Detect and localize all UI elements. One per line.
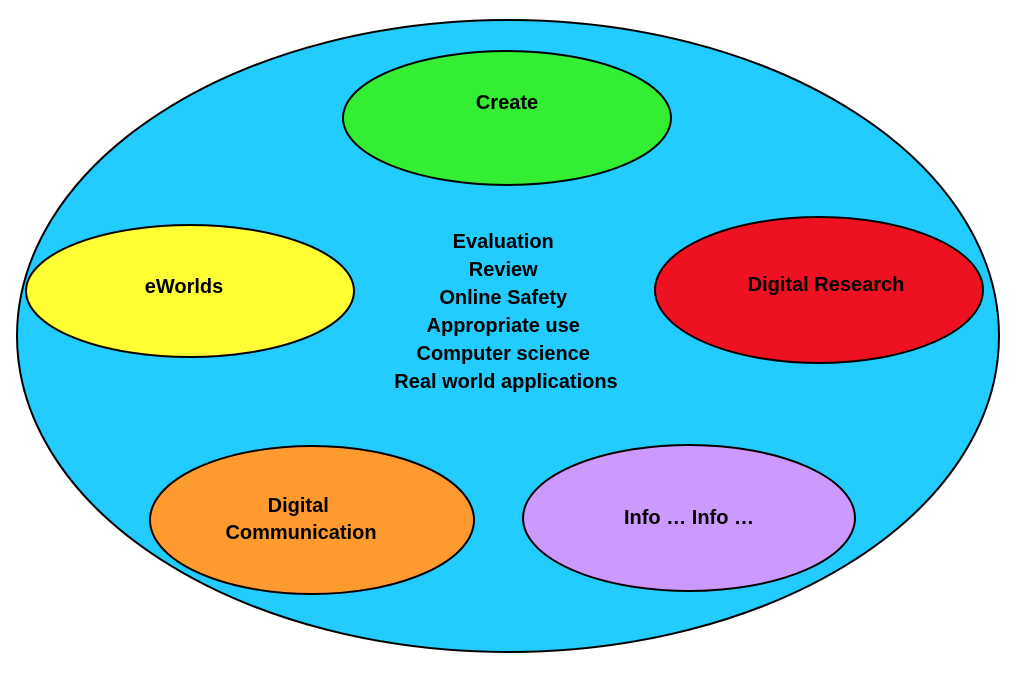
node-create: Create bbox=[342, 50, 672, 186]
node-eworlds-line-1: eWorlds bbox=[145, 276, 224, 298]
node-eworlds-label: eWorlds bbox=[145, 276, 224, 298]
node-digital-research-shape bbox=[654, 216, 984, 364]
node-info-line-1: Info … Info … bbox=[624, 507, 754, 529]
node-create-label: Create bbox=[476, 92, 538, 114]
node-eworlds-shape bbox=[25, 224, 355, 358]
node-info-shape bbox=[522, 444, 856, 592]
node-digital-communication-label: Digital Communication bbox=[225, 495, 376, 544]
center-item: Evaluation bbox=[453, 231, 554, 253]
center-item: Review bbox=[469, 259, 538, 281]
center-items: Evaluation Review Online Safety Appropri… bbox=[394, 231, 617, 393]
node-info: Info … Info … bbox=[522, 444, 856, 592]
center-item: Real world applications bbox=[394, 371, 617, 393]
center-item: Appropriate use bbox=[427, 315, 580, 337]
node-create-shape bbox=[342, 50, 672, 186]
node-digital-communication: Digital Communication bbox=[149, 445, 475, 595]
node-eworlds: eWorlds bbox=[25, 224, 355, 358]
center-item: Computer science bbox=[417, 343, 590, 365]
node-digital-research: Digital Research bbox=[654, 216, 984, 364]
node-digital-research-label: Digital Research bbox=[748, 274, 905, 296]
node-info-label: Info … Info … bbox=[624, 507, 754, 529]
node-create-line-1: Create bbox=[476, 92, 538, 114]
node-digital-communication-line-2: Communication bbox=[225, 522, 376, 544]
node-digital-research-line-1: Digital Research bbox=[748, 274, 905, 296]
node-digital-communication-shape bbox=[149, 445, 475, 595]
center-item: Online Safety bbox=[439, 287, 568, 309]
node-digital-communication-line-1: Digital bbox=[268, 495, 329, 517]
